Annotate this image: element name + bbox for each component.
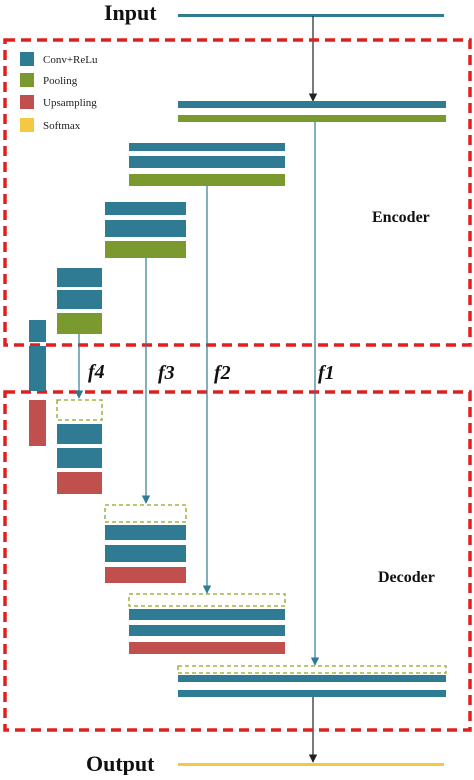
dec2-upsample: [129, 642, 285, 654]
bottleneck-conv-2: [29, 346, 46, 391]
dec3-conv-2: [105, 545, 186, 562]
decoder-label: Decoder: [378, 569, 435, 586]
dec3-skip-placeholder: [104, 504, 187, 523]
legend-label-conv: Conv+ReLu: [43, 54, 98, 66]
enc2-conv-1: [129, 143, 285, 151]
dec4-skip-placeholder: [56, 399, 103, 421]
input-bar: [178, 14, 444, 17]
legend-swatch-conv: [20, 52, 34, 66]
dec4-conv-2: [57, 448, 102, 468]
dec3-upsample: [105, 567, 186, 583]
enc4-pool: [57, 313, 102, 334]
legend-swatch-upsample: [20, 95, 34, 109]
dec4-conv-1: [57, 424, 102, 444]
legend-swatch-softmax: [20, 118, 34, 132]
enc2-pool: [129, 174, 285, 186]
legend-label-pool: Pooling: [43, 75, 78, 87]
skip-f1-label: f1: [318, 362, 335, 384]
legend-label-upsample: Upsampling: [43, 97, 97, 109]
decoder-region: [3, 390, 472, 732]
skip-f3-label: f3: [158, 362, 175, 384]
skip-f2-label: f2: [214, 362, 231, 384]
legend-label-softmax: Softmax: [43, 120, 81, 132]
output-label: Output: [86, 751, 155, 775]
dec2-conv-1: [129, 609, 285, 620]
enc1-pool: [178, 115, 446, 122]
skip-f4-label: f4: [88, 361, 105, 383]
enc2-conv-2: [129, 156, 285, 168]
legend: Conv+ReLu Pooling Upsampling Softmax: [20, 52, 98, 132]
bottleneck-upsample: [29, 400, 46, 446]
enc4-conv-2: [57, 290, 102, 309]
encoder-region: [3, 38, 472, 347]
enc3-conv-1: [105, 202, 186, 215]
dec1-skip-placeholder: [177, 665, 447, 674]
input-label: Input: [104, 0, 157, 25]
enc3-conv-2: [105, 220, 186, 237]
bottleneck-conv-1: [29, 320, 46, 342]
output-bar: [178, 763, 444, 766]
dec3-conv-1: [105, 525, 186, 540]
dec2-conv-2: [129, 625, 285, 636]
dec1-conv-1: [178, 675, 446, 682]
enc1-conv: [178, 101, 446, 108]
encoder-label: Encoder: [372, 209, 430, 226]
dec1-conv-2: [178, 690, 446, 697]
enc3-pool: [105, 241, 186, 258]
dec4-upsample: [57, 472, 102, 494]
enc4-conv-1: [57, 268, 102, 287]
dec2-skip-placeholder: [128, 593, 286, 607]
legend-swatch-pool: [20, 73, 34, 87]
